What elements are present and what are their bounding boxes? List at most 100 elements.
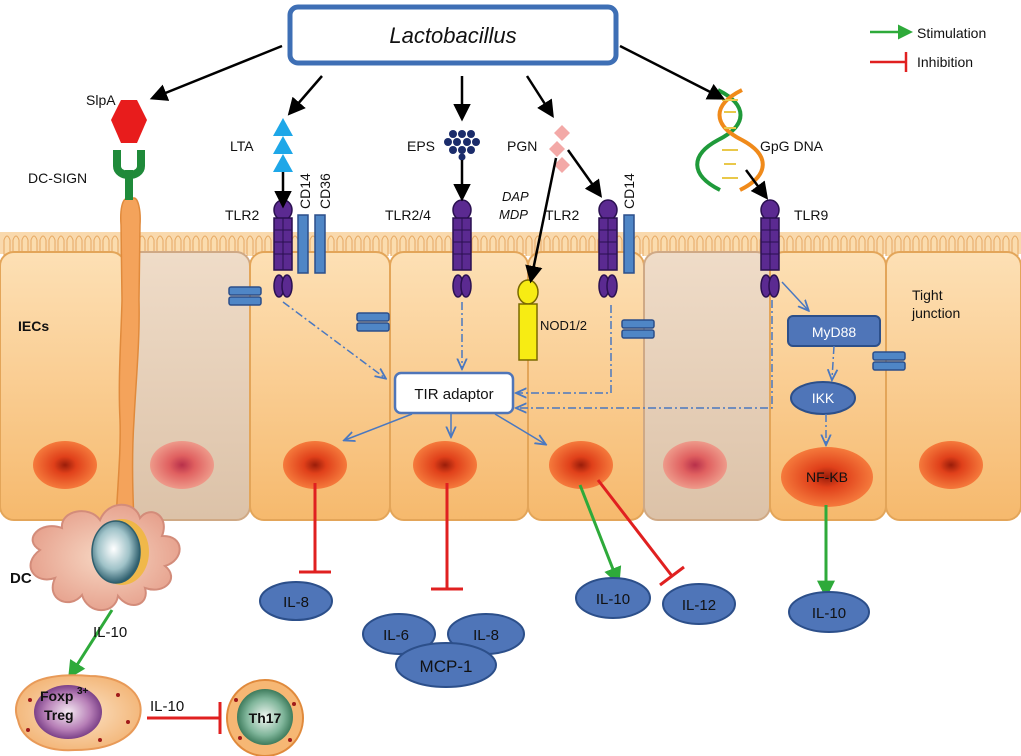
cd14-label-a: CD14 — [297, 173, 313, 209]
epithelial-cell — [885, 251, 1021, 521]
source-arrows — [149, 44, 769, 284]
cd14-label-b: CD14 — [621, 173, 637, 209]
pgn-label: PGN — [507, 138, 537, 154]
dashed-signal-arrows — [282, 300, 834, 444]
il12-node — [662, 583, 736, 625]
nucleus — [549, 441, 613, 489]
lactobacillus-title: Lactobacillus — [389, 23, 516, 48]
microvillus — [516, 235, 524, 256]
microvillus — [3, 235, 11, 256]
nucleus-pale — [663, 441, 727, 489]
microvillus — [390, 235, 398, 256]
treg-nucleus — [34, 685, 102, 739]
nucleus — [919, 441, 983, 489]
receptor-head — [760, 199, 780, 221]
legend: Stimulation Inhibition — [870, 24, 986, 72]
microvillus — [885, 235, 893, 256]
stimulation-arrows — [68, 484, 835, 680]
nucleus — [33, 441, 97, 489]
dap-label: DAP — [502, 189, 529, 204]
nfkb-label: NF-KB — [806, 469, 848, 485]
receptor-head — [598, 199, 618, 221]
receptor-tail — [768, 274, 780, 298]
tlr24-label: TLR2/4 — [385, 207, 431, 223]
lactobacillus-box — [287, 4, 619, 66]
nod12-receptor — [517, 279, 539, 361]
dendritic-cell — [29, 197, 181, 611]
nucleus-pale — [150, 441, 214, 489]
dc-sign-stalk — [125, 170, 133, 200]
iecs-label: IECs — [18, 318, 49, 334]
pgn-diamonds-icon — [549, 125, 570, 173]
dc-label: DC — [10, 570, 32, 587]
treg-label: Treg — [44, 707, 74, 723]
slpa-label: SlpA — [86, 92, 116, 108]
il10-node-a — [575, 577, 651, 619]
receptor-head — [452, 199, 472, 221]
tight-junction-markers — [228, 286, 906, 371]
microvillus — [255, 235, 263, 256]
cd14-bar — [297, 214, 309, 274]
cytokine-nodes — [259, 577, 870, 688]
tight-junction-label-1: Tight — [912, 287, 943, 303]
tlr2-label-a: TLR2 — [225, 207, 259, 223]
tlr2-receptor-2 — [598, 199, 618, 298]
th17-cell — [226, 679, 304, 756]
lta-label: LTA — [230, 138, 254, 154]
il6-node — [362, 613, 436, 655]
tlr2-receptor — [273, 199, 293, 298]
eps-label: EPS — [407, 138, 435, 154]
eps-cluster-icon — [444, 130, 480, 161]
cytokine-labels: IL-8 IL-6 IL-8 MCP-1 IL-10 IL-12 IL-10 — [283, 591, 846, 676]
nucleus — [413, 441, 477, 489]
tlr9-receptor — [760, 199, 780, 298]
inhibition-lines — [147, 479, 685, 734]
legend-inhibition-label: Inhibition — [917, 54, 973, 70]
th17-nucleus — [237, 689, 293, 745]
th17-label: Th17 — [249, 710, 282, 726]
tlr2-4-receptor — [452, 199, 472, 298]
nfkb-nucleus — [781, 447, 873, 507]
slpa-ligand — [111, 100, 147, 143]
foxp3-sup-label: 3+ — [77, 686, 89, 697]
tir-adaptor-label: TIR adaptor — [414, 386, 493, 403]
myd88-label: MyD88 — [812, 324, 857, 340]
foxp3-label: Foxp — [40, 688, 73, 704]
tight-junction-label-2: junction — [911, 305, 960, 321]
cd36-label: CD36 — [317, 173, 333, 209]
mcp1-label: MCP-1 — [420, 657, 473, 676]
mcp1-node — [395, 642, 497, 688]
il6-label: IL-6 — [383, 627, 409, 644]
receptor-tail — [460, 274, 472, 298]
tlr9-label: TLR9 — [794, 207, 828, 223]
receptor-tail — [606, 274, 618, 298]
microvillus — [111, 235, 119, 256]
il10-label-b: IL-10 — [812, 605, 846, 622]
microvillus — [246, 235, 254, 256]
cd14-bar-2 — [623, 214, 635, 274]
microvillus — [642, 235, 650, 256]
ikk-label: IKK — [812, 390, 835, 406]
ikk-node — [790, 381, 856, 415]
solid-blue-arrows — [345, 281, 808, 444]
nod12-label: NOD1/2 — [540, 318, 587, 333]
il8-label-b: IL-8 — [473, 627, 499, 644]
microvillus — [894, 235, 902, 256]
mdp-label: MDP — [499, 207, 528, 222]
dc-nucleus — [91, 520, 141, 584]
dc-sign-label: DC-SIGN — [28, 170, 87, 186]
dna-helix-icon — [695, 88, 765, 192]
nucleus — [283, 441, 347, 489]
il8-label-a: IL-8 — [283, 594, 309, 611]
cpg-dna-label: GpG DNA — [760, 138, 824, 154]
lta-triangles-icon — [273, 118, 293, 172]
treg-cell — [15, 674, 142, 752]
microvillus — [381, 235, 389, 256]
legend-stimulation-label: Stimulation — [917, 25, 986, 41]
microvillus — [651, 235, 659, 256]
il8-node-a — [259, 581, 333, 621]
tlr2-label-b: TLR2 — [545, 207, 579, 223]
microvillus — [1011, 235, 1019, 256]
